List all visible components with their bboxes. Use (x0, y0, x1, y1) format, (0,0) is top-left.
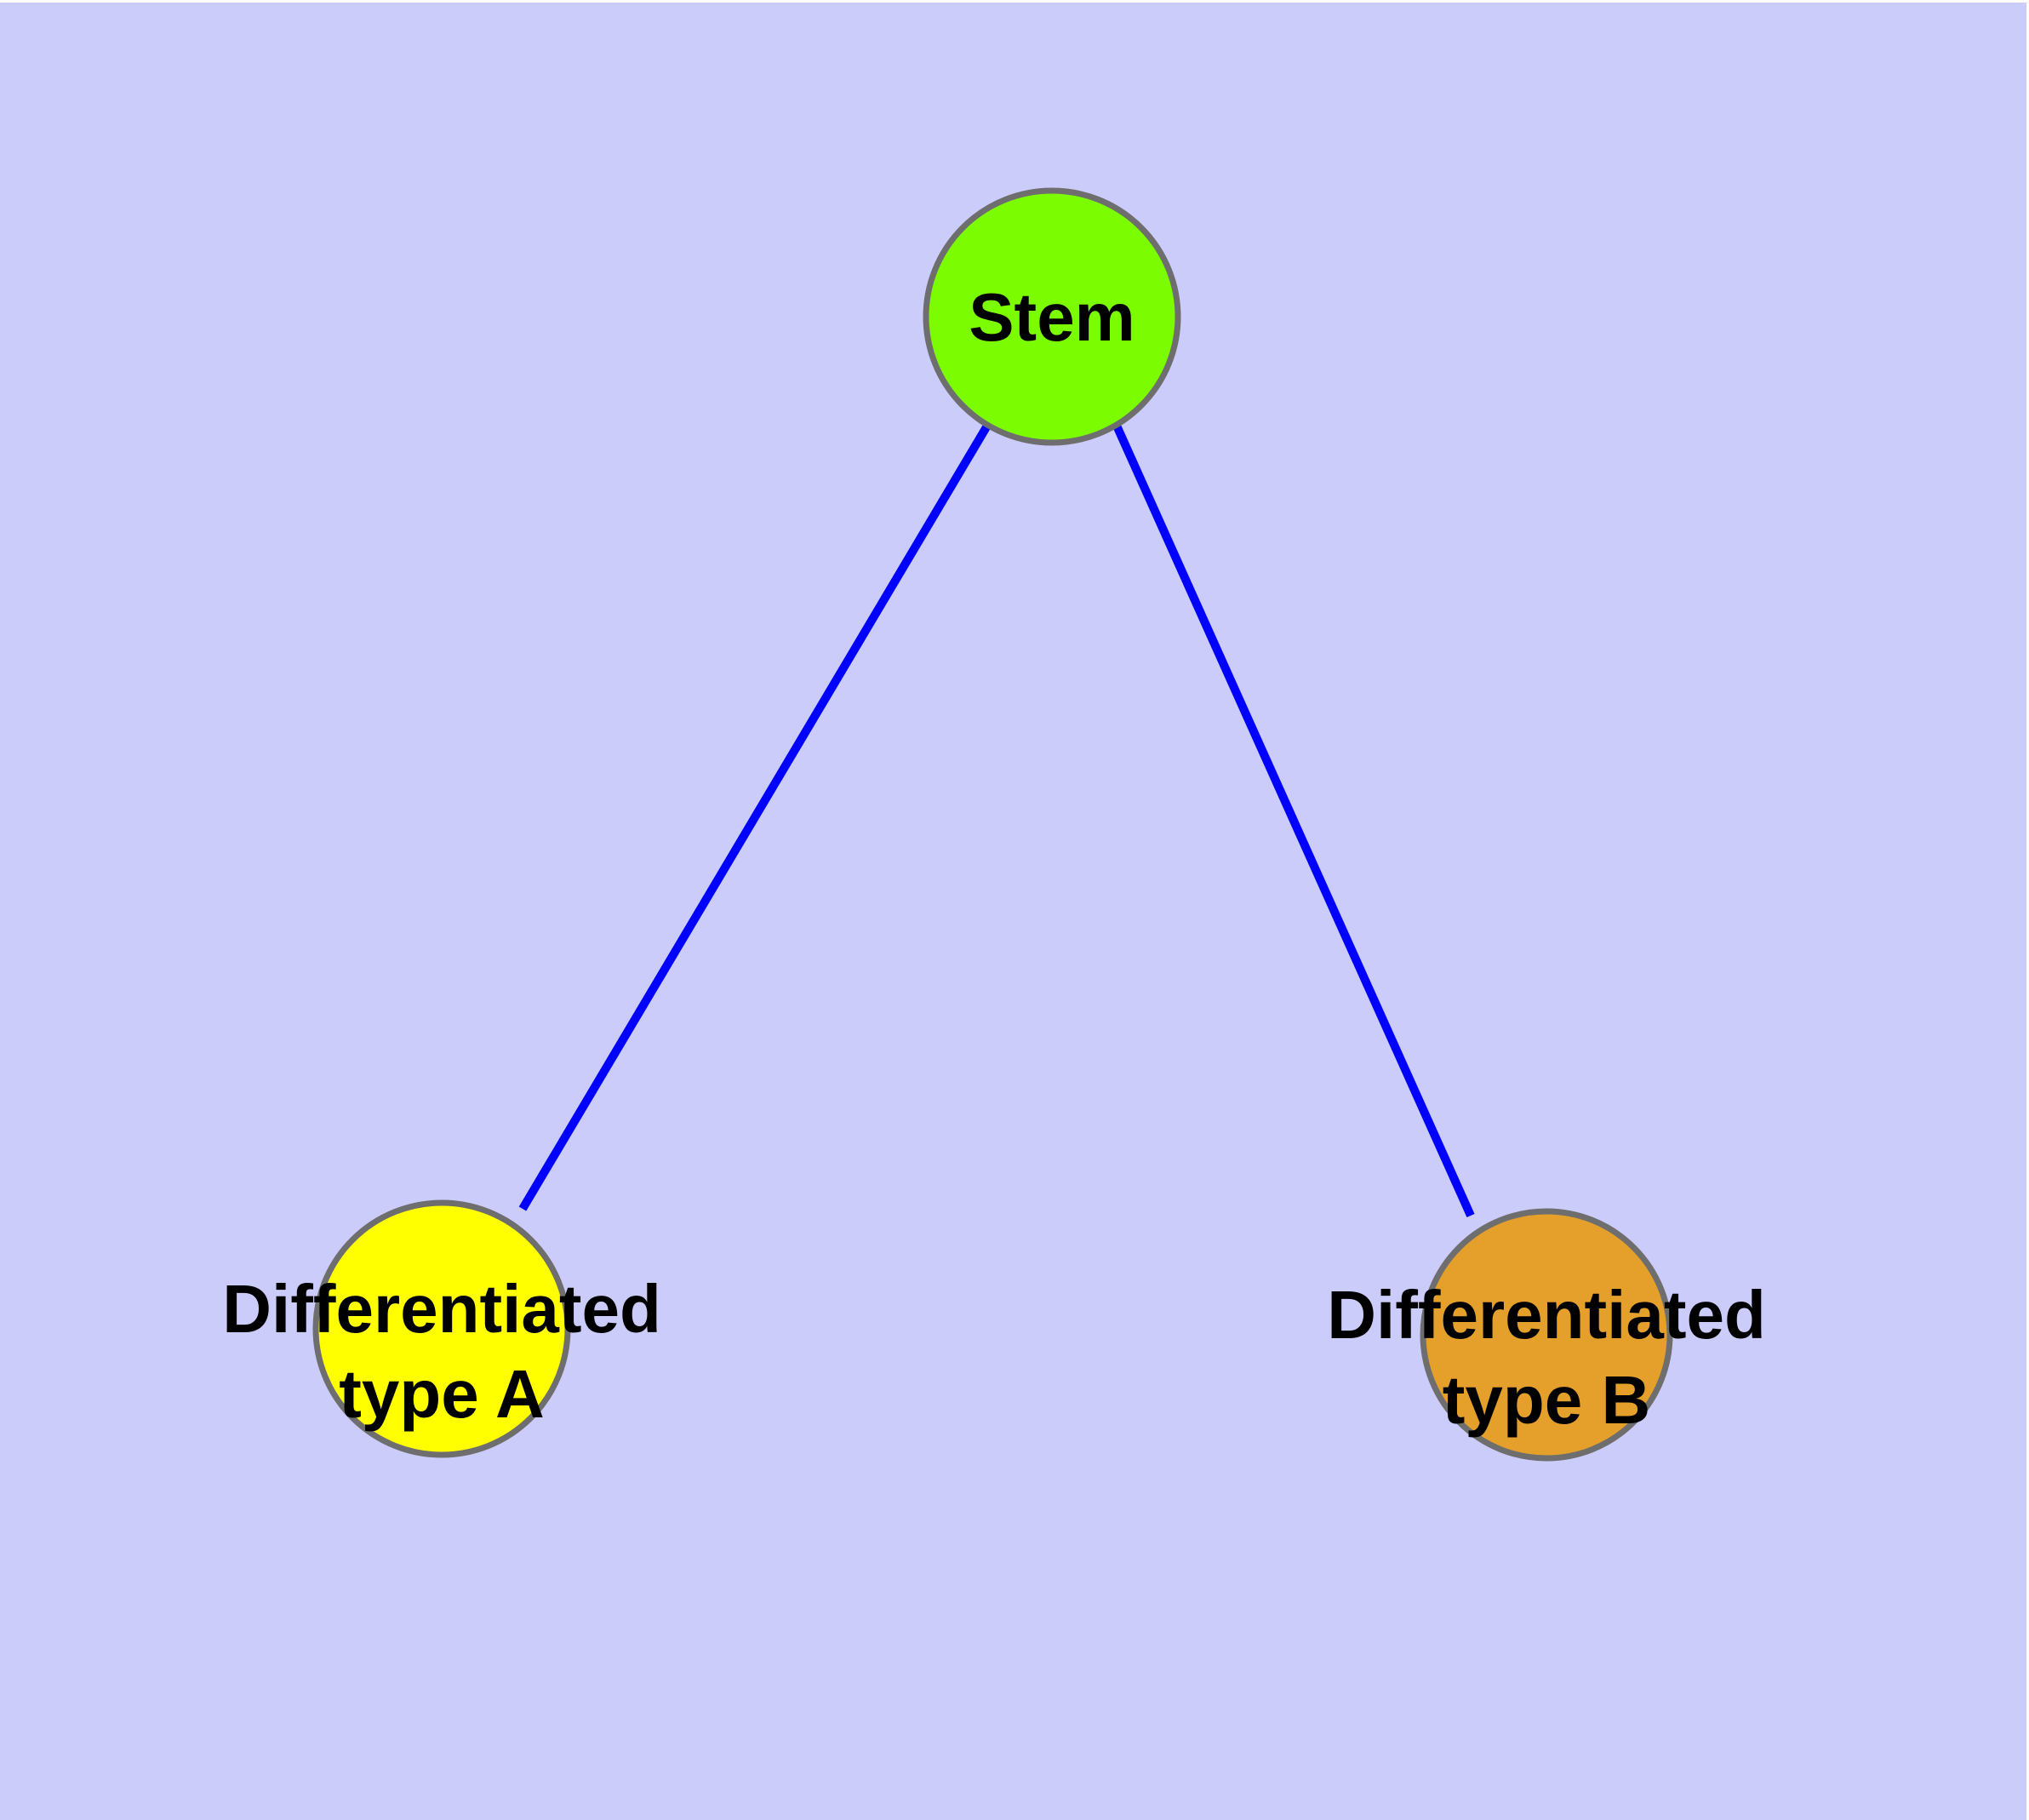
node-diff-b-circle[interactable] (1420, 1208, 1673, 1462)
node-diff-b-label-line2: type B (1443, 1362, 1651, 1438)
node-diff-a-label-line2: type A (339, 1356, 545, 1432)
edge-layer (518, 423, 1475, 1218)
node-diff-a-label-line1: Differentiated (222, 1271, 661, 1347)
edge-stem-to-diff-a[interactable] (518, 423, 992, 1211)
node-stem-circle[interactable] (923, 187, 1181, 446)
node-diff-a[interactable]: Differentiated type A (222, 1199, 661, 1458)
node-diff-a-circle[interactable] (312, 1199, 571, 1458)
node-stem-label: Stem (969, 279, 1135, 355)
node-layer: Stem Differentiated type A Differentiate… (222, 187, 1766, 1462)
node-diff-b-label-line1: Differentiated (1327, 1277, 1766, 1353)
edge-stem-to-diff-b[interactable] (1112, 423, 1475, 1218)
node-stem[interactable]: Stem (923, 187, 1181, 446)
node-diff-b[interactable]: Differentiated type B (1327, 1208, 1766, 1462)
